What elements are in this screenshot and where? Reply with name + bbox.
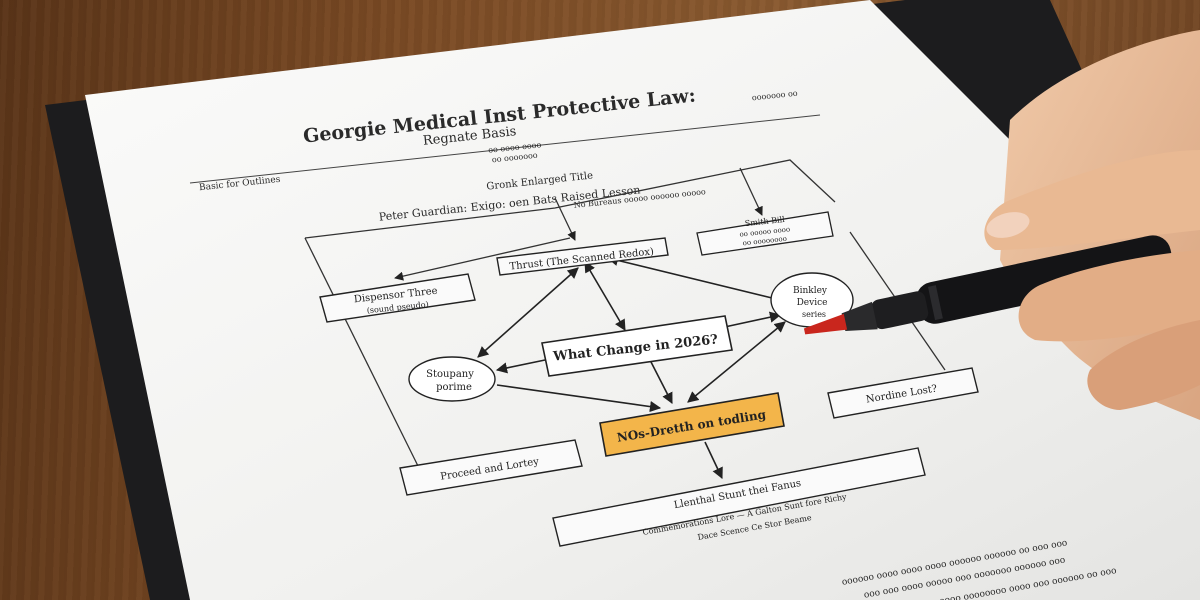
marker-pen-icon	[803, 235, 1173, 335]
svg-text:Device: Device	[797, 298, 828, 308]
arrow-center-to-highlight	[649, 359, 673, 404]
svg-text:Stoupany: Stoupany	[426, 369, 474, 380]
node-right-circle: Binkley Device series	[770, 272, 854, 328]
marker-tip	[803, 313, 848, 335]
diagram-arrows	[477, 254, 786, 480]
node-bottom-left: Proceed and Lortey	[399, 439, 583, 496]
thumbnail	[986, 212, 1030, 238]
svg-text:porime: porime	[436, 382, 472, 393]
arrow-topcenter-to-leftcircle	[477, 267, 579, 358]
node-bottom-right: Nordine Lost?	[827, 367, 979, 419]
node-left-circle: Stoupany porime	[408, 356, 496, 402]
arrow-topcenter-to-rightcircle	[606, 254, 773, 299]
svg-text:Smith Bill: Smith Bill	[744, 215, 785, 228]
paper-sheet	[85, 0, 1200, 600]
header-rule	[189, 114, 821, 184]
arrow-rightcircle-to-highlight	[687, 321, 786, 403]
hand-thumb	[984, 150, 1200, 250]
arrow-center-to-leftcircle	[495, 359, 546, 374]
node-left-box: Dispensor Three (sound pseudo)	[319, 273, 476, 323]
node-center: What Change in 2026?	[541, 315, 733, 377]
arrow-center-to-topcenter	[584, 261, 626, 331]
hand-middle-finger	[1087, 320, 1200, 410]
arrow-leftcircle-to-highlight	[496, 384, 662, 413]
svg-text:series: series	[802, 310, 826, 319]
arrow-highlight-to-bottom	[704, 441, 723, 480]
svg-text:Binkley: Binkley	[793, 286, 828, 296]
node-top-right: Smith Bill oo ooooo oooo oo oooooooo	[696, 211, 834, 256]
hand-index-finger	[1018, 250, 1200, 342]
hand-holding-marker	[803, 30, 1200, 420]
